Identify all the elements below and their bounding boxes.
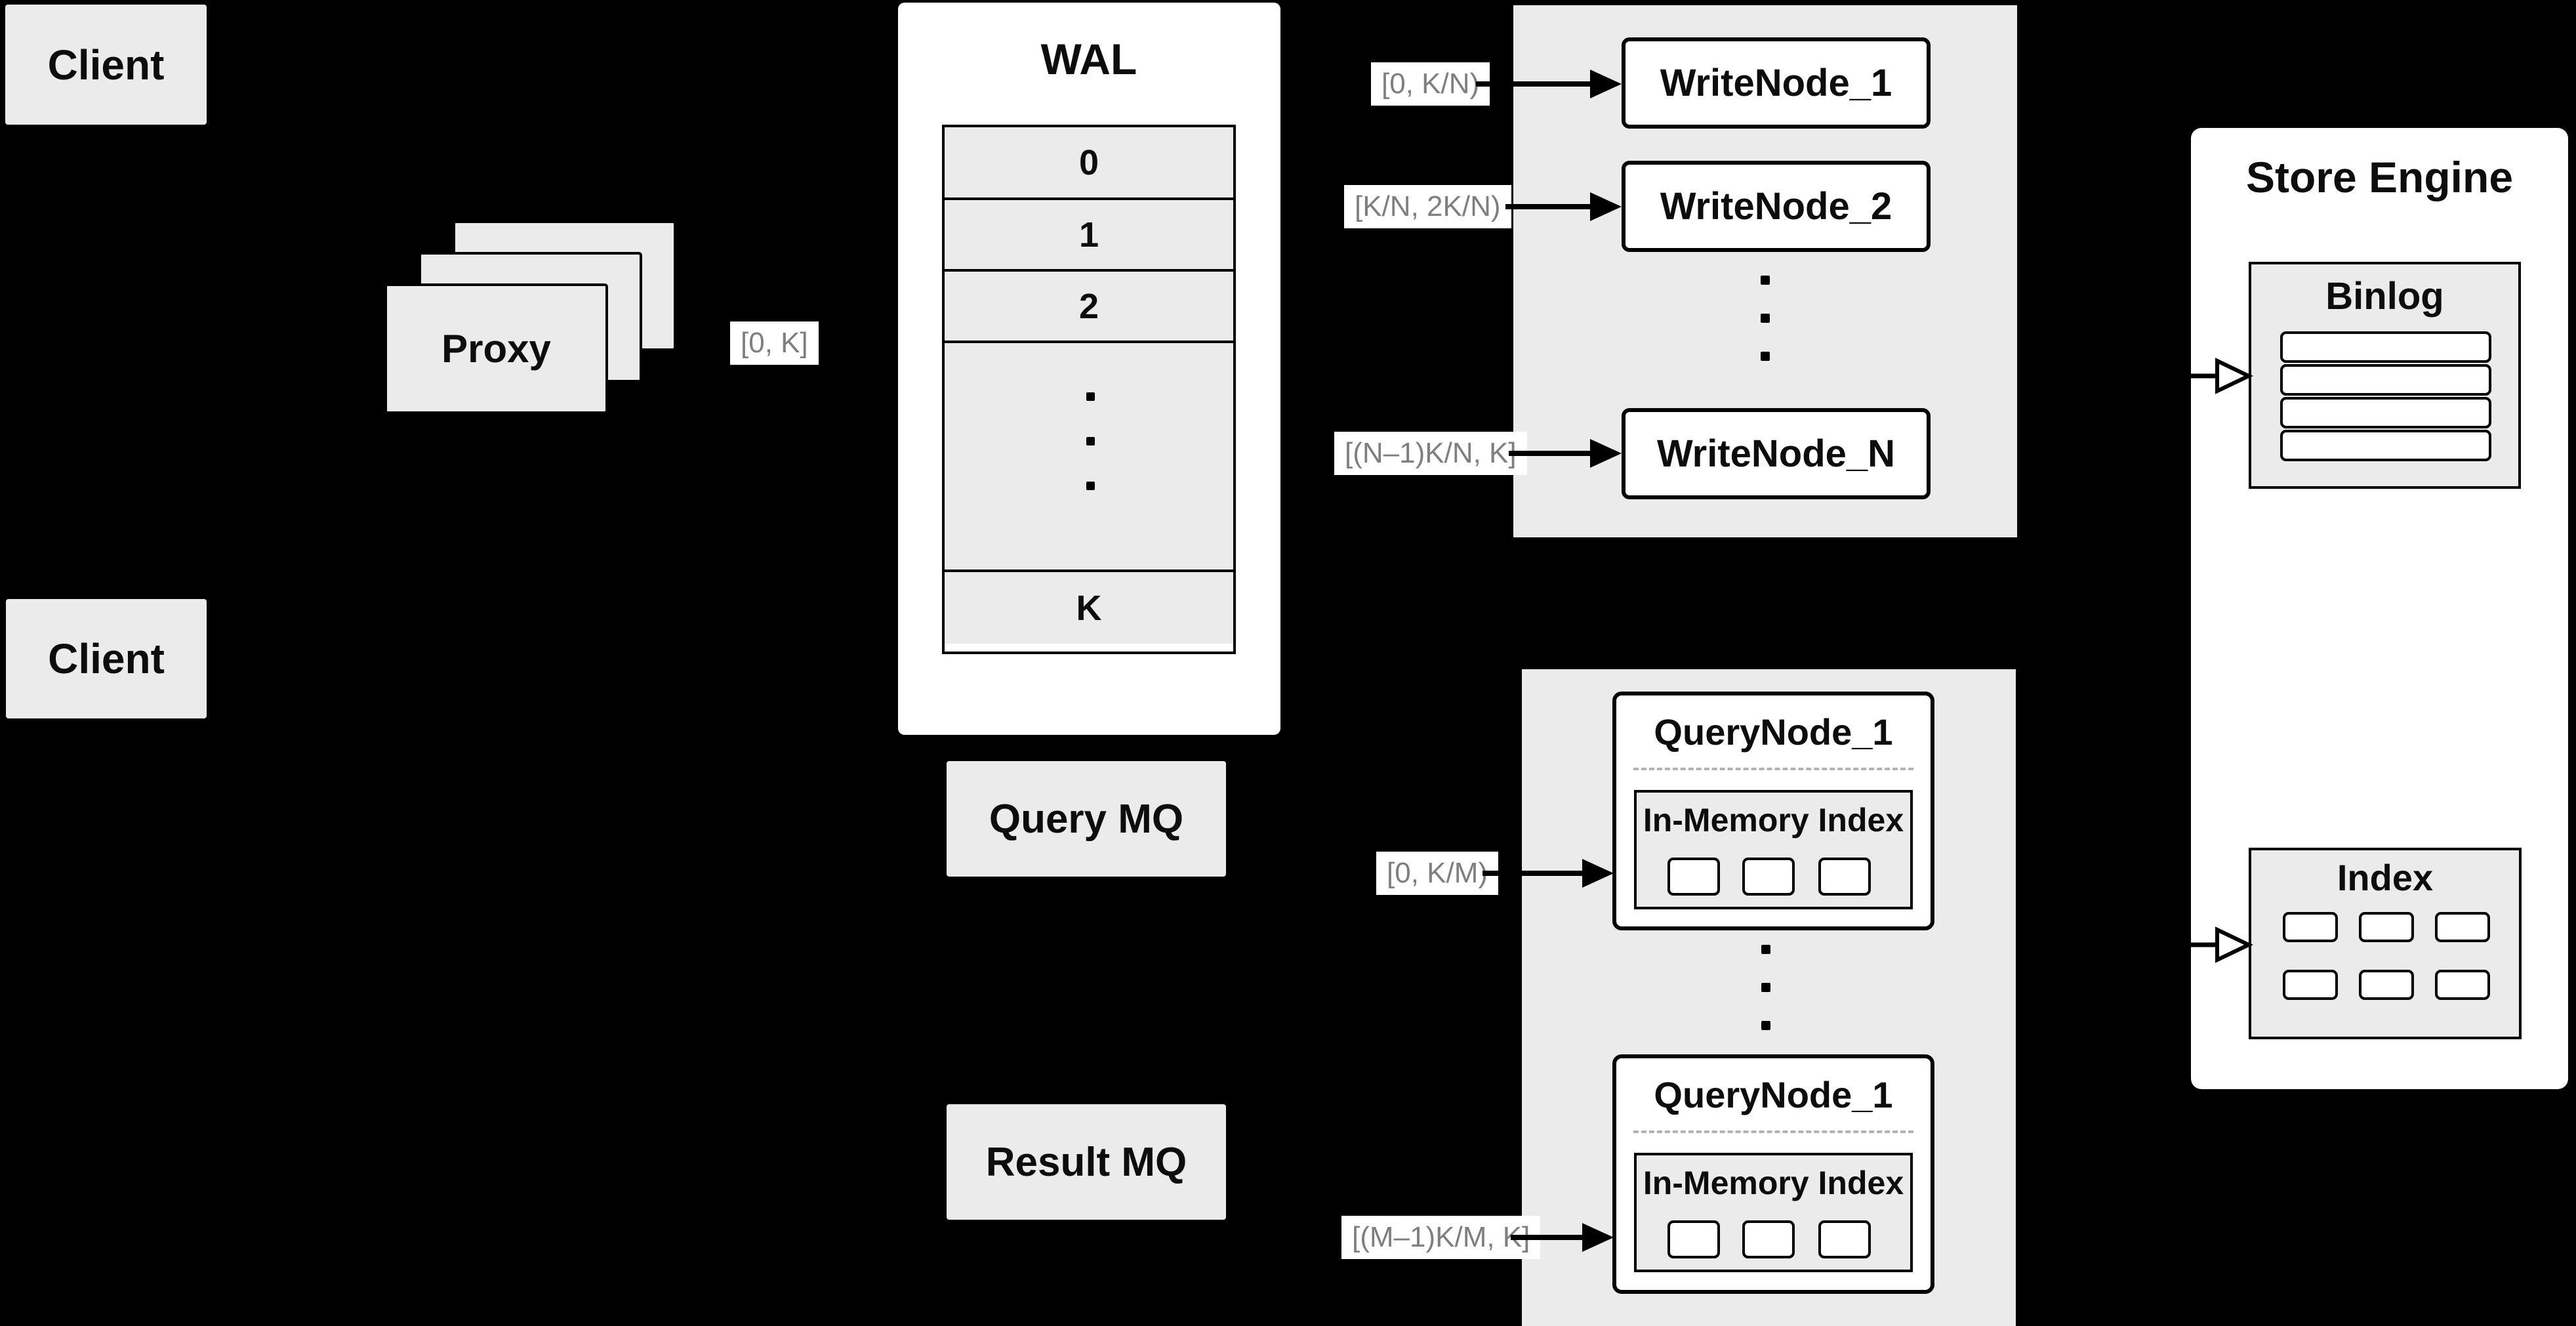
client-label: Client	[47, 41, 165, 89]
index-cell	[2283, 970, 2338, 1000]
arrow-wal-to-writenode-n	[1509, 439, 1622, 468]
query-node-panel: QueryNode_1 In-Memory Index QueryNode_1 …	[1522, 669, 2016, 1326]
vertical-ellipsis	[1086, 392, 1095, 401]
segment-box	[1818, 858, 1871, 896]
result-mq-box: Result MQ	[947, 1104, 1226, 1220]
wal-row: 0	[945, 127, 1233, 200]
write-node-box-n: WriteNode_N	[1622, 408, 1931, 499]
client-box-bottom: Client	[6, 599, 207, 718]
arrow-resultmq-to-querynode-m	[1511, 1223, 1614, 1252]
vertical-ellipsis	[1086, 482, 1095, 490]
query-node-box-2: QueryNode_1 In-Memory Index	[1612, 1054, 1934, 1294]
binlog-row	[2280, 397, 2491, 428]
index-cell	[2435, 912, 2490, 942]
vertical-ellipsis	[1761, 983, 1770, 992]
in-memory-index-box: In-Memory Index	[1634, 790, 1913, 909]
arrow-querymq-to-querynode-1	[1482, 859, 1614, 888]
arrow-wal-to-writenode-1	[1476, 70, 1622, 98]
segment-box	[1818, 1220, 1871, 1258]
store-engine-title: Store Engine	[2245, 153, 2514, 201]
in-memory-index-title: In-Memory Index	[1643, 802, 1904, 839]
range-label-writenode-n: [(N–1)K/N, K]	[1334, 432, 1527, 475]
query-node-title: QueryNode_1	[1654, 711, 1893, 753]
arrow-wal-to-writenode-2	[1505, 192, 1622, 221]
write-node-label: WriteNode_N	[1656, 432, 1896, 475]
query-node-box-1: QueryNode_1 In-Memory Index	[1612, 692, 1934, 930]
binlog-row	[2280, 364, 2491, 396]
query-mq-box: Query MQ	[947, 761, 1226, 877]
solid-arrowhead-icon	[1582, 859, 1614, 888]
store-engine-box: Store Engine Binlog Index	[2191, 128, 2568, 1089]
hollow-arrowhead-icon	[2215, 358, 2253, 394]
solid-arrowhead-icon	[1590, 192, 1622, 221]
vertical-ellipsis	[1761, 276, 1770, 285]
write-node-box-1: WriteNode_1	[1622, 37, 1931, 129]
range-label-querynode-1: [0, K/M)	[1376, 852, 1499, 895]
vertical-ellipsis	[1086, 437, 1095, 445]
dashed-divider	[1633, 1130, 1913, 1133]
range-label-writenode-1: [0, K/N)	[1371, 62, 1490, 106]
wal-row: K	[945, 572, 1233, 644]
index-title: Index	[2337, 856, 2434, 898]
in-memory-index-title: In-Memory Index	[1643, 1165, 1904, 1201]
proxy-stack: Proxy	[384, 220, 676, 414]
arrow-querynodes-to-index	[2119, 926, 2253, 963]
vertical-ellipsis	[1761, 352, 1770, 361]
query-mq-label: Query MQ	[989, 796, 1184, 842]
segment-box	[1742, 858, 1795, 896]
write-node-box-2: WriteNode_2	[1622, 161, 1931, 252]
in-memory-index-box: In-Memory Index	[1634, 1153, 1913, 1272]
vertical-ellipsis	[1761, 1021, 1770, 1030]
range-label-proxy-to-wal: [0, K]	[730, 321, 819, 365]
solid-arrowhead-icon	[1582, 1223, 1614, 1252]
proxy-label: Proxy	[441, 327, 551, 371]
binlog-box: Binlog	[2249, 262, 2521, 489]
write-node-label: WriteNode_1	[1660, 62, 1892, 104]
proxy-card-front: Proxy	[384, 283, 608, 414]
hollow-arrowhead-icon	[2215, 926, 2253, 963]
index-cell	[2359, 912, 2414, 942]
wal-title: WAL	[1040, 35, 1137, 83]
query-node-title: QueryNode_1	[1654, 1073, 1893, 1115]
arrow-writenodes-to-binlog	[2119, 358, 2253, 394]
wal-table: 0 1 2 K	[942, 125, 1236, 654]
index-cell	[2359, 970, 2414, 1000]
binlog-title: Binlog	[2325, 274, 2444, 318]
solid-arrowhead-icon	[1590, 439, 1622, 468]
wal-row-ellipsis	[945, 343, 1233, 572]
segment-box	[1667, 1220, 1720, 1258]
segment-box	[1667, 858, 1720, 896]
binlog-row	[2280, 331, 2491, 363]
segment-box	[1742, 1220, 1795, 1258]
client-box-top: Client	[5, 5, 207, 125]
index-cell	[2283, 912, 2338, 942]
wal-panel: WAL 0 1 2 K	[898, 3, 1280, 735]
client-label: Client	[48, 635, 165, 682]
index-box: Index	[2249, 848, 2522, 1039]
binlog-row	[2280, 430, 2491, 461]
vertical-ellipsis	[1761, 314, 1770, 323]
dashed-divider	[1633, 768, 1913, 770]
solid-arrowhead-icon	[1590, 70, 1622, 98]
range-label-writenode-2: [K/N, 2K/N)	[1344, 185, 1511, 228]
wal-row: 1	[945, 200, 1233, 272]
index-cell	[2435, 970, 2490, 1000]
range-label-querynode-m: [(M–1)K/M, K]	[1341, 1216, 1541, 1259]
wal-row: 2	[945, 272, 1233, 343]
result-mq-label: Result MQ	[985, 1139, 1187, 1185]
write-node-label: WriteNode_2	[1660, 185, 1892, 228]
vertical-ellipsis	[1761, 945, 1770, 954]
